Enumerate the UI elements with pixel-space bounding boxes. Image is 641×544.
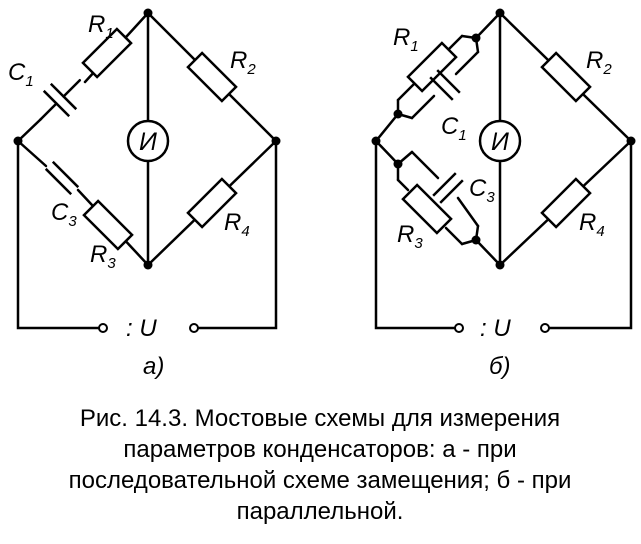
diagram-b-terminal-right: [540, 323, 550, 333]
diagram-b: И R1 R2 C1 C3 R3 R4 : U б): [371, 8, 636, 380]
diagram-a-terminal-left: [98, 323, 108, 333]
caption-line-1: Рис. 14.3. Мостовые схемы для измерения: [79, 405, 561, 432]
diagram-b-label-r1: R1: [393, 24, 419, 55]
diagram-b-node-left: [371, 136, 381, 146]
diagram-b-node-upper-right: [471, 33, 481, 43]
diagram-b-tag: б): [489, 353, 511, 380]
diagram-a-label-c1: C1: [8, 59, 34, 90]
diagram-b-resistor-r4: [540, 177, 592, 229]
diagram-a-meter-label: И: [139, 128, 157, 156]
diagram-a-node-bottom: [143, 260, 153, 270]
caption-line-4: параллельной.: [236, 498, 404, 525]
diagram-b-label-r4: R4: [579, 209, 605, 240]
diagram-b-capacitor-c1: [429, 69, 461, 101]
diagram-a-label-c3: C3: [51, 199, 77, 230]
diagram-b-resistor-r3: [401, 183, 453, 235]
diagram-a-meter-symbol: [126, 119, 170, 163]
diagram-b-node-top: [495, 8, 505, 18]
diagram-b-label-c1: C1: [441, 113, 467, 144]
diagram-b-resistor-r2: [540, 51, 592, 103]
diagram-a-node-top: [143, 8, 153, 18]
diagram-a-label-r4: R4: [224, 209, 250, 240]
diagram-b-node-lower-left: [393, 159, 403, 169]
diagram-b-capacitor-c3: [432, 172, 464, 204]
diagram-a-tag: а): [143, 353, 164, 380]
diagram-b-node-lower-right: [471, 235, 481, 245]
diagram-a-resistor-r4: [186, 177, 238, 229]
diagram-a-node-right: [271, 136, 281, 146]
diagram-a-node-left: [13, 136, 23, 146]
diagram-a: И R1 R2 C1 C3 R3 R4 : U а): [8, 8, 281, 380]
bridge-circuits-figure: И R1 R2 C1 C3 R3 R4 : U а): [8, 8, 636, 380]
diagram-b-supply-label: : U: [480, 315, 511, 342]
diagram-a-capacitor-c1: [38, 78, 82, 122]
diagram-b-node-upper-left: [393, 109, 403, 119]
diagram-b-meter-label: И: [491, 128, 509, 156]
diagram-b-node-bottom: [495, 260, 505, 270]
diagram-a-capacitor-c3: [44, 160, 80, 196]
caption-line-3: последовательной схеме замещения; б - пр…: [68, 467, 572, 494]
diagram-a-supply-label: : U: [126, 315, 157, 342]
diagram-b-label-c3: C3: [469, 175, 495, 206]
diagram-a-resistor-r3: [82, 199, 134, 251]
diagram-b-label-r2: R2: [586, 47, 612, 78]
diagram-a-label-r2: R2: [230, 47, 256, 78]
diagram-b-meter-symbol: [478, 119, 522, 163]
diagram-a-resistor-r2: [186, 51, 238, 103]
figure-caption: Рис. 14.3. Мостовые схемы для измерения …: [20, 403, 620, 527]
diagram-a-terminal-right: [189, 323, 199, 333]
diagram-a-resistor-r1: [81, 27, 133, 79]
diagram-b-terminal-left: [454, 323, 464, 333]
diagram-b-resistor-r1: [406, 41, 458, 93]
diagram-b-node-right: [626, 136, 636, 146]
caption-line-2: параметров конденсаторов: а - при: [123, 436, 517, 463]
diagram-a-label-r3: R3: [90, 241, 116, 272]
diagram-a-label-r1: R1: [88, 11, 114, 42]
diagram-b-label-r3: R3: [397, 221, 423, 252]
